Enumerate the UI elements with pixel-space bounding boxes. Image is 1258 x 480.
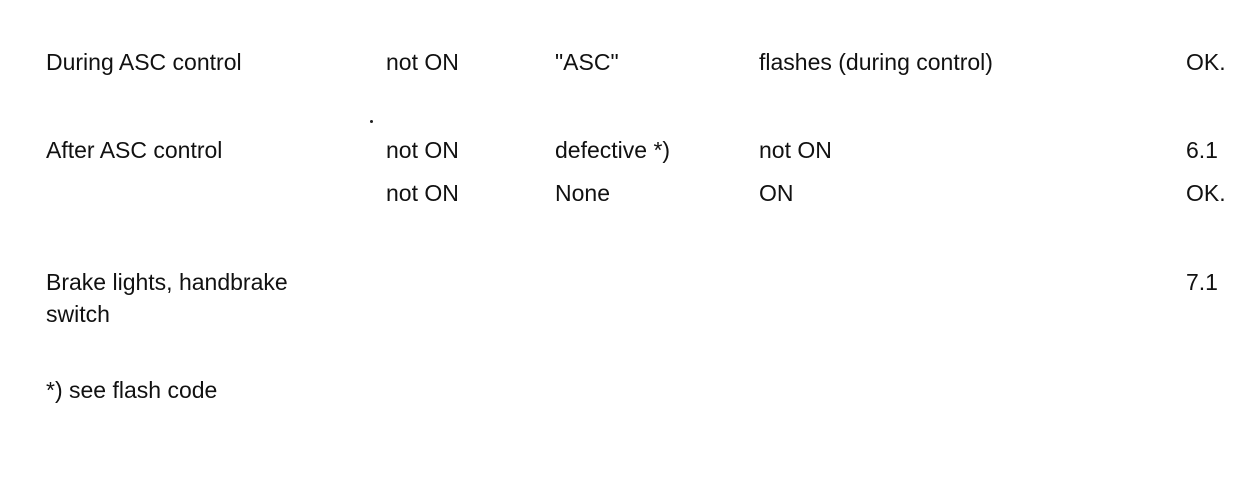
stray-dot [370, 120, 373, 123]
row-1-result: OK. [1186, 49, 1226, 75]
row-3-col4: ON [759, 180, 794, 206]
row-1-col2: not ON [386, 49, 459, 75]
row-2-col2: not ON [386, 137, 459, 163]
row-2-condition: After ASC control [46, 137, 223, 163]
row-1-col4: flashes (during control) [759, 49, 993, 75]
row-4-result: 7.1 [1186, 269, 1218, 295]
row-2-col4: not ON [759, 137, 832, 163]
footnote: *) see flash code [46, 377, 218, 403]
row-2-result: 6.1 [1186, 137, 1218, 163]
row-3-col2: not ON [386, 180, 459, 206]
row-3-col3: None [555, 180, 610, 206]
row-4-condition: Brake lights, handbrake switch [46, 269, 288, 327]
row-2-col3: defective *) [555, 137, 671, 163]
row-3-result: OK. [1186, 180, 1226, 206]
row-1-col3: "ASC" [555, 49, 619, 75]
row-1-condition: During ASC control [46, 49, 242, 75]
